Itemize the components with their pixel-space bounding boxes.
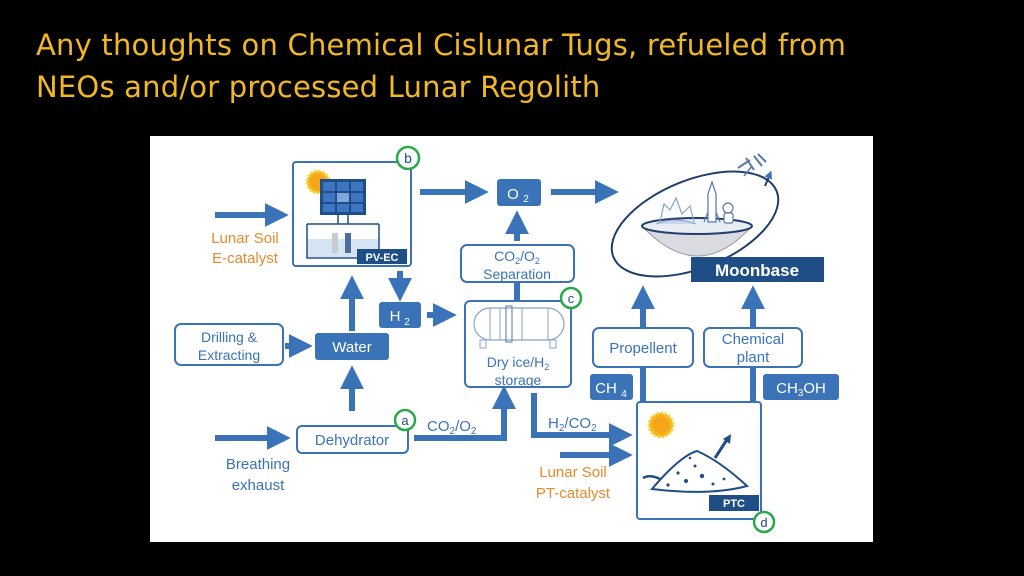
propellent-node: Propellent — [592, 327, 694, 368]
marker-c: c — [559, 286, 583, 310]
pv-ec-label: PV-EC — [365, 252, 398, 264]
storage-node: Dry ice/H2 storage c — [464, 286, 583, 388]
pv-ec-unit: PV-EC b — [292, 145, 421, 267]
lunar-soil-pt-line1: Lunar Soil — [539, 464, 607, 481]
ch4-node: CH 4 — [590, 374, 633, 400]
marker-d: d — [752, 510, 776, 534]
moonbase-label: Moonbase — [715, 261, 799, 280]
lunar-soil-e-line2: E-catalyst — [212, 250, 279, 267]
chemical-line1: Chemical — [722, 331, 785, 348]
separation-line1: CO2/O2 — [494, 248, 540, 266]
ch3oh-node: CH3OH — [763, 374, 839, 400]
ch4-main: CH — [595, 380, 617, 397]
storage-line2: storage — [495, 372, 542, 388]
dehydrator-label: Dehydrator — [315, 432, 389, 449]
ch3oh-label: CH3OH — [776, 380, 826, 399]
marker-a: a — [393, 408, 417, 432]
dehydrator-node: Dehydrator a — [296, 408, 417, 454]
rocket-icon — [703, 180, 721, 223]
moon-surface — [641, 217, 753, 235]
arrow-dehydrator-to-storage — [414, 385, 516, 441]
marker-c-label: c — [568, 291, 575, 306]
o2-node: O 2 — [497, 179, 541, 206]
breathing-line1: Breathing — [226, 456, 290, 473]
slide-title-line-2: NEOs and/or processed Lunar Regolith — [36, 70, 601, 104]
astronaut-icon — [722, 202, 734, 224]
lunar-soil-e-line1: Lunar Soil — [211, 230, 279, 247]
solar-panel-icon — [320, 179, 366, 215]
h2-node: H 2 — [379, 302, 421, 328]
drilling-line2: Extracting — [198, 347, 260, 363]
o2-sub: 2 — [523, 194, 529, 205]
marker-b-label: b — [404, 150, 412, 166]
lunar-soil-pt-line2: PT-catalyst — [536, 485, 611, 502]
chemical-plant-node: Chemical plant — [703, 327, 803, 368]
propellent-label: Propellent — [609, 340, 677, 357]
flow-label-h2-co2: H2/CO2 — [548, 415, 597, 434]
marker-d-label: d — [760, 515, 767, 530]
ptc-tag — [709, 495, 759, 511]
ptc-label: PTC — [723, 498, 745, 510]
chemical-line2: plant — [737, 349, 770, 366]
drilling-line1: Drilling & — [201, 329, 258, 345]
lander-structures-icon — [655, 196, 697, 225]
h2-sub: 2 — [404, 317, 410, 328]
drilling-extracting-node: Drilling & Extracting — [174, 323, 284, 366]
separation-line2: Separation — [483, 266, 551, 282]
soil-pile-icon — [642, 434, 750, 493]
h2-main: H — [390, 308, 401, 325]
storage-tank-icon — [473, 305, 565, 349]
breathing-line2: exhaust — [232, 477, 285, 494]
water-label: Water — [332, 339, 371, 356]
slide-title: Any thoughts on Chemical Cislunar Tugs, … — [36, 24, 996, 108]
flow-label-co2-o2: CO2/O2 — [427, 418, 477, 437]
arrow-storage-to-ptc — [531, 393, 633, 447]
storage-line1: Dry ice/H2 — [487, 354, 550, 372]
diagram-panel: PV-EC b Lunar Soil E-catalyst O 2 CO2/O2… — [150, 136, 873, 542]
moonbase-node: Moonbase — [691, 257, 824, 282]
marker-b: b — [395, 145, 421, 171]
marker-a-label: a — [401, 413, 409, 428]
pv-ec-tag — [357, 249, 407, 264]
process-diagram: PV-EC b Lunar Soil E-catalyst O 2 CO2/O2… — [174, 145, 839, 534]
ch4-sub: 4 — [621, 389, 627, 400]
separation-node: CO2/O2 Separation — [460, 244, 575, 283]
sun-icon-ptc — [647, 411, 675, 439]
slide-title-line-1: Any thoughts on Chemical Cislunar Tugs, … — [36, 28, 847, 62]
space-station-icon — [737, 153, 767, 177]
orbit-arrow — [764, 170, 772, 187]
water-node: Water — [315, 333, 389, 360]
ptc-unit: PTC d — [636, 401, 776, 534]
o2-main: O — [507, 186, 519, 203]
